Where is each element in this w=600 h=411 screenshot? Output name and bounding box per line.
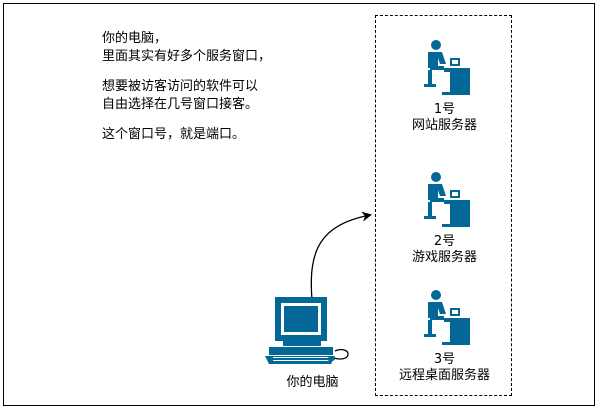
server-worker-icon bbox=[423, 172, 470, 227]
server-group-box: 1号 网站服务器 2号 游戏服务器 bbox=[375, 15, 512, 396]
server-2-number: 2号 bbox=[433, 234, 456, 249]
client-label: 你的电脑 bbox=[286, 375, 339, 390]
intro-line-2: 里面其实有好多个服务窗口， bbox=[102, 49, 272, 64]
intro-line-5: 这个窗口号，就是端口。 bbox=[102, 127, 246, 142]
diagram-frame bbox=[3, 3, 595, 406]
server-1-number: 1号 bbox=[433, 102, 456, 117]
server-worker-icon bbox=[423, 40, 470, 95]
intro-text: 你的电脑， 里面其实有好多个服务窗口， 想要被访客访问的软件可以 自由选择在几号… bbox=[102, 30, 362, 144]
server-1-name: 网站服务器 bbox=[411, 118, 477, 133]
intro-line-1: 你的电脑， bbox=[102, 31, 168, 46]
server-3-name: 远程桌面服务器 bbox=[398, 368, 490, 383]
server-2: 2号 游戏服务器 bbox=[376, 172, 513, 266]
server-3: 3号 远程桌面服务器 bbox=[376, 290, 513, 384]
computer-icon bbox=[265, 297, 349, 364]
intro-line-3: 想要被访客访问的软件可以 bbox=[102, 79, 259, 94]
server-worker-icon bbox=[423, 290, 470, 345]
server-2-name: 游戏服务器 bbox=[411, 250, 477, 265]
server-1: 1号 网站服务器 bbox=[376, 40, 513, 134]
server-3-number: 3号 bbox=[433, 352, 456, 367]
client-computer: 你的电脑 bbox=[265, 295, 360, 391]
intro-line-4: 自由选择在几号窗口接客。 bbox=[102, 97, 259, 112]
